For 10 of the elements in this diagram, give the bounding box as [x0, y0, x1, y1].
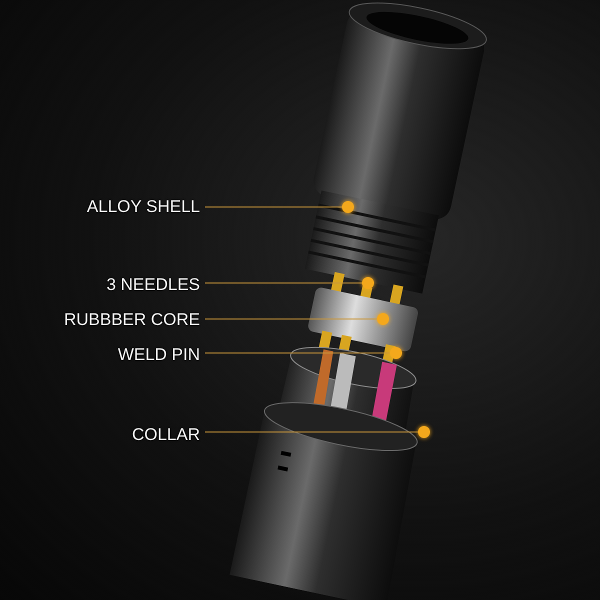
leader-line [204, 352, 390, 354]
part-label: 3 NEEDLES [106, 275, 200, 295]
leader-line [204, 206, 342, 208]
leader-line [204, 318, 378, 320]
part-label: WELD PIN [118, 345, 200, 365]
leader-line [204, 282, 362, 284]
marker-dot [418, 426, 430, 438]
part-label: COLLAR [132, 425, 200, 445]
part-label: ALLOY SHELL [86, 197, 200, 217]
part-label: RUBBBER CORE [64, 310, 200, 330]
